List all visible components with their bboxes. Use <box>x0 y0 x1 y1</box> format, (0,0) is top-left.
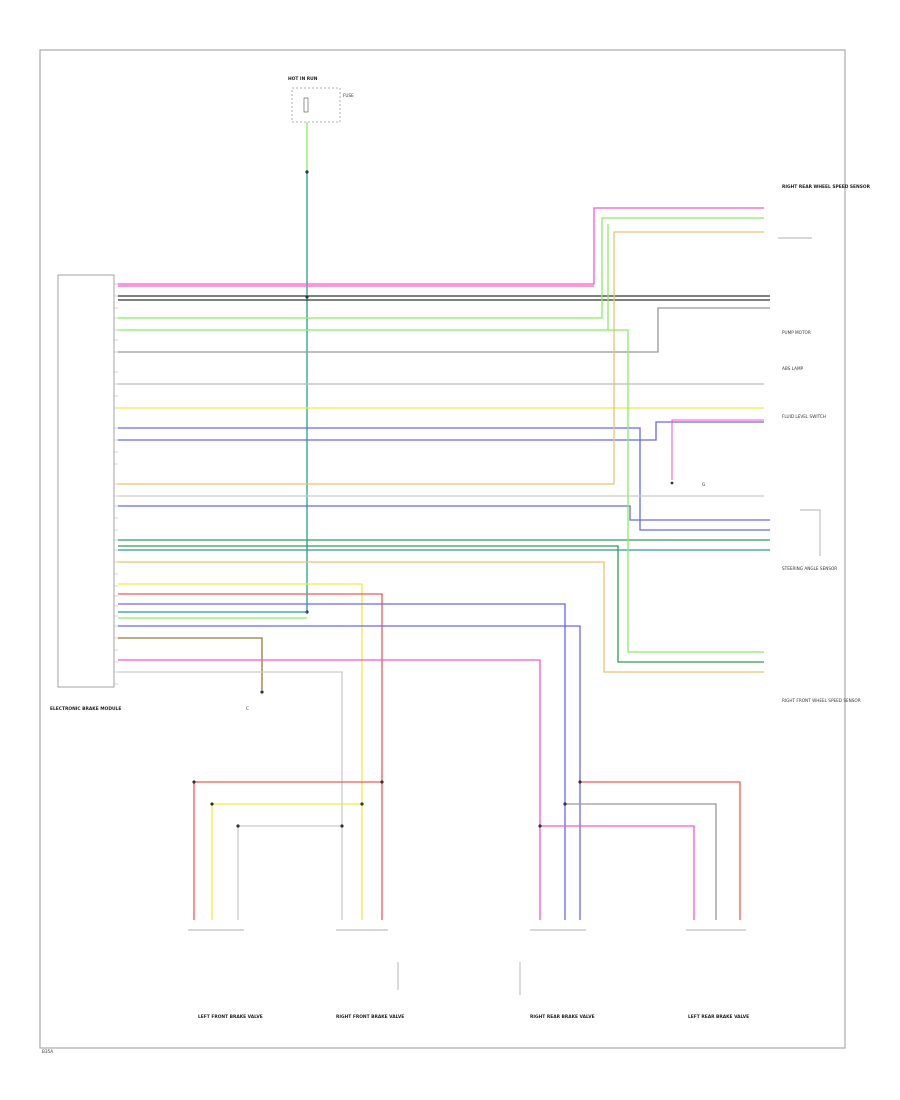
wire-orange-2 <box>118 561 764 673</box>
valve-junctions <box>192 780 582 828</box>
fuse-block: HOT IN RUN FUSE <box>288 76 354 123</box>
valve-red-bus <box>193 781 382 920</box>
module-outline <box>57 274 115 688</box>
fuse-label: FUSE <box>343 93 354 98</box>
valve-pink-bus-r <box>540 825 695 920</box>
pump-motor-label: PUMP MOTOR <box>782 330 811 335</box>
wire-pink-lower <box>118 659 541 920</box>
diagram-border <box>39 49 846 1049</box>
wire-green <box>118 217 764 319</box>
brake-module: ELECTRONIC BRAKE MODULE <box>50 274 121 712</box>
wire-blue-2 <box>118 421 764 441</box>
wire-green-2 <box>118 224 609 331</box>
yaw-sensor-label: STEERING ANGLE SENSOR <box>782 566 837 571</box>
wire-blue-lower-2 <box>118 625 581 920</box>
module-label: ELECTRONIC BRAKE MODULE <box>50 706 121 712</box>
fuse-box-label: HOT IN RUN <box>288 76 318 82</box>
valve-white-bus <box>237 825 342 920</box>
lr-valve-label: LEFT REAR BRAKE VALVE <box>688 1014 749 1020</box>
rf-sensor-label: RIGHT FRONT WHEEL SPEED SENSOR <box>782 698 861 703</box>
fuse-box-outline <box>291 87 341 123</box>
yaw-sensor-bracket <box>800 509 821 556</box>
valve-wires <box>193 781 741 920</box>
fuse-element <box>303 97 309 113</box>
wire-green-3 <box>608 329 764 653</box>
valve-red-bus-r <box>580 781 741 920</box>
wire-white-lower <box>118 671 343 920</box>
splice-label: C <box>246 706 249 711</box>
module-wires <box>118 207 770 920</box>
lamp-label: ABS LAMP <box>782 366 804 371</box>
junction-dot <box>305 170 309 174</box>
ground-dot <box>670 481 674 485</box>
wire-gray <box>118 307 770 353</box>
wire-yellow-lower <box>118 583 363 920</box>
fluid-switch-wire <box>671 419 764 480</box>
wire-blue <box>118 427 770 531</box>
valve-yellow-bus <box>211 803 362 920</box>
junction-dot <box>260 690 264 694</box>
wire-orange <box>118 231 764 485</box>
wire-brown-lower <box>118 637 263 690</box>
rr-sensor-label: RIGHT REAR WHEEL SPEED SENSOR <box>782 184 871 190</box>
valve-gray-bus-r <box>565 803 717 920</box>
wire-dkgreen-2 <box>118 545 764 663</box>
rf-valve-label: RIGHT FRONT BRAKE VALVE <box>336 1014 404 1020</box>
module-pin-ticks <box>114 283 118 685</box>
wire-blue-3 <box>118 505 770 521</box>
rr-valve-label: RIGHT REAR BRAKE VALVE <box>530 1014 595 1020</box>
wire-blue-lower <box>118 603 566 920</box>
ground-label: G <box>702 482 705 487</box>
wire-pink <box>118 207 764 285</box>
lf-valve-label: LEFT FRONT BRAKE VALVE <box>198 1014 263 1020</box>
footer-code: B35A <box>42 1049 53 1054</box>
splice: C <box>246 690 264 711</box>
right-connectors: RIGHT REAR WHEEL SPEED SENSOR PUMP MOTOR… <box>670 184 871 703</box>
wire-red-lower <box>118 593 383 920</box>
fluid-switch-label: FLUID LEVEL SWITCH <box>782 414 826 419</box>
valve-connectors <box>188 929 746 995</box>
